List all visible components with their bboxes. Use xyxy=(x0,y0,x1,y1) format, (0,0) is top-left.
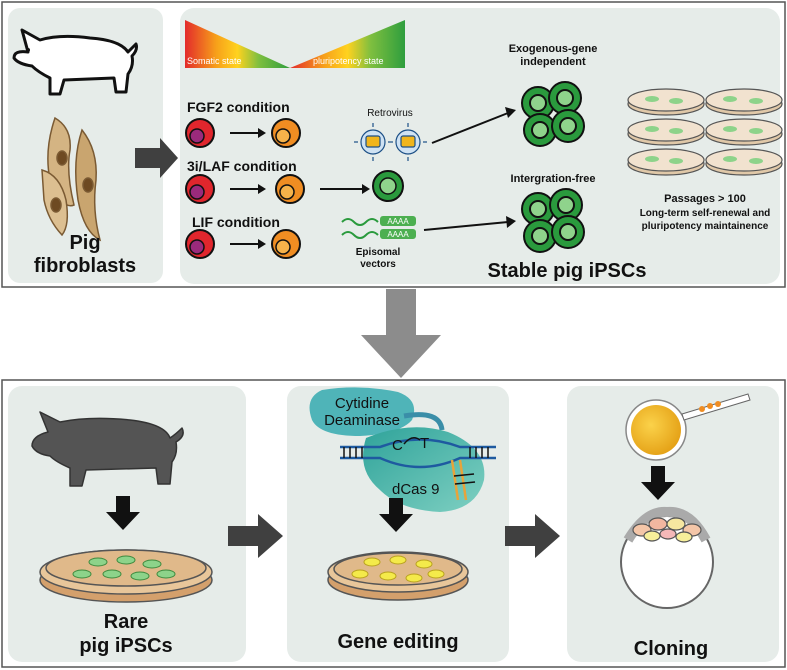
polya-box-1 xyxy=(380,216,416,226)
polya-box-2 xyxy=(380,229,416,239)
fibroblast-cells-icon xyxy=(41,116,102,242)
linker xyxy=(403,412,445,431)
rare-title-line2: pig iPSCs xyxy=(79,635,172,657)
polya-label-2: AAAA xyxy=(387,230,409,239)
integration-free-label: Intergration-free xyxy=(511,173,596,185)
retrovirus-icon xyxy=(354,123,427,161)
rare-ipsc-dish xyxy=(39,549,213,603)
arrow-to-conditions xyxy=(135,138,178,178)
c-base-label: C xyxy=(392,437,403,454)
ipsc-cluster-upper xyxy=(521,81,585,147)
big-down-arrow xyxy=(361,289,441,378)
polya-label-1: AAAA xyxy=(387,217,409,226)
rare-title-line1: Rare xyxy=(104,611,148,633)
edited-colonies xyxy=(351,555,445,583)
lif-row xyxy=(185,229,301,259)
pig-outline-icon xyxy=(12,28,138,96)
arrow-pig-to-dish xyxy=(106,496,140,530)
arrow-to-edited-dish xyxy=(379,498,413,532)
stable-ipsc-title: Stable pig iPSCs xyxy=(488,260,647,282)
episomal-label-line2: vectors xyxy=(360,259,396,270)
injection-pipette-icon xyxy=(681,393,751,421)
condition-label-lif: LIF condition xyxy=(192,214,280,230)
dcas9-blob xyxy=(363,427,485,512)
arrow-episomal-to-ipsc xyxy=(423,221,509,231)
cytidine-line1: Cytidine xyxy=(335,395,389,412)
blastocyst-icon xyxy=(620,506,714,609)
arrow-to-gene-editing xyxy=(228,514,283,558)
episomal-label-line1: Episomal xyxy=(356,247,401,258)
arrow-to-blastocyst xyxy=(641,466,675,500)
fibroblast-title-line1: Pig xyxy=(69,232,100,254)
somatic-state-label: Somatic state xyxy=(187,56,242,66)
fibroblast-title-line2: fibroblasts xyxy=(34,255,136,277)
gene-editing-title: Gene editing xyxy=(337,631,458,653)
dna-ticks xyxy=(343,447,489,458)
cytidine-deaminase-blob xyxy=(309,387,415,436)
dcas9-label: dCas 9 xyxy=(392,481,440,498)
dish-colonies xyxy=(645,96,763,164)
c-to-t-arrow xyxy=(403,437,421,445)
episomal-vectors-icon xyxy=(341,218,379,239)
conditions-panel xyxy=(180,8,780,284)
arrow-to-cloning xyxy=(505,514,560,558)
oocyte-icon xyxy=(625,399,687,461)
guide-rna xyxy=(450,459,476,501)
cloning-title: Cloning xyxy=(634,638,708,660)
passages-line1: Passages > 100 xyxy=(664,193,746,205)
passages-line2: Long-term self-renewal and xyxy=(640,208,771,219)
passages-line3: pluripotency maintainence xyxy=(642,221,769,232)
pig-dark-icon xyxy=(31,411,184,487)
condition-label-3ilaf: 3i/LAF condition xyxy=(187,158,297,174)
fgf2-row xyxy=(185,118,301,148)
stacked-culture-dishes xyxy=(627,88,783,176)
rare-ipsc-colonies xyxy=(72,555,176,581)
arrow-retrovirus-to-ipsc xyxy=(431,112,509,144)
ipsc-cluster-lower xyxy=(521,188,585,253)
exogenous-label-line2: independent xyxy=(520,56,586,68)
pluripotency-state-label: pluripotency state xyxy=(313,56,384,66)
3ilaf-row xyxy=(185,170,404,204)
t-base-label: T xyxy=(420,435,429,452)
cytidine-line2: Deaminase xyxy=(324,412,400,429)
state-gradient-bar xyxy=(185,20,405,68)
retrovirus-label: Retrovirus xyxy=(367,108,413,119)
condition-label-fgf2: FGF2 condition xyxy=(187,99,290,115)
exogenous-label-line1: Exogenous-gene xyxy=(509,43,598,55)
